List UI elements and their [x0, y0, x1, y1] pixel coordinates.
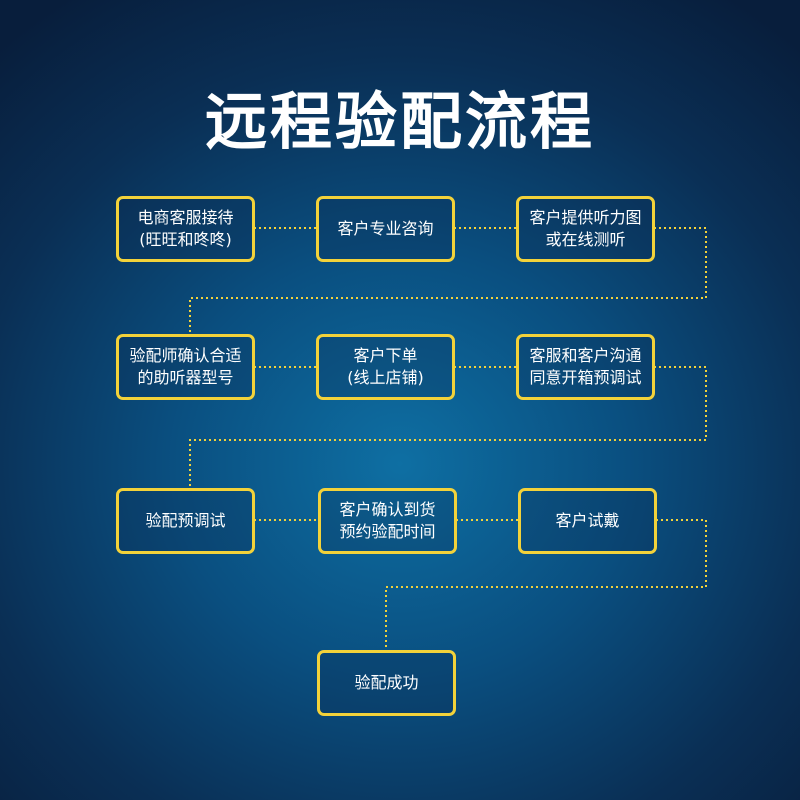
step-box-confirm-model: 验配师确认合适 的助听器型号 [116, 334, 255, 400]
step-box-place-order: 客户下单 (线上店铺) [316, 334, 455, 400]
step-box-fitting-success: 验配成功 [317, 650, 456, 716]
step-box-reception: 电商客服接待 (旺旺和咚咚) [116, 196, 255, 262]
step-box-confirm-delivery: 客户确认到货 预约验配时间 [318, 488, 457, 554]
page-title: 远程验配流程 [204, 85, 595, 158]
step-box-pretuning: 验配预调试 [116, 488, 255, 554]
connector-6-7 [189, 366, 707, 488]
connector-3-4 [189, 227, 707, 334]
step-box-agree-pretuning: 客服和客户沟通 同意开箱预调试 [516, 334, 655, 400]
connector-9-10 [385, 519, 707, 650]
step-box-trial-wear: 客户试戴 [518, 488, 657, 554]
step-box-consultation: 客户专业咨询 [316, 196, 455, 262]
step-box-audiogram: 客户提供听力图 或在线测听 [516, 196, 655, 262]
